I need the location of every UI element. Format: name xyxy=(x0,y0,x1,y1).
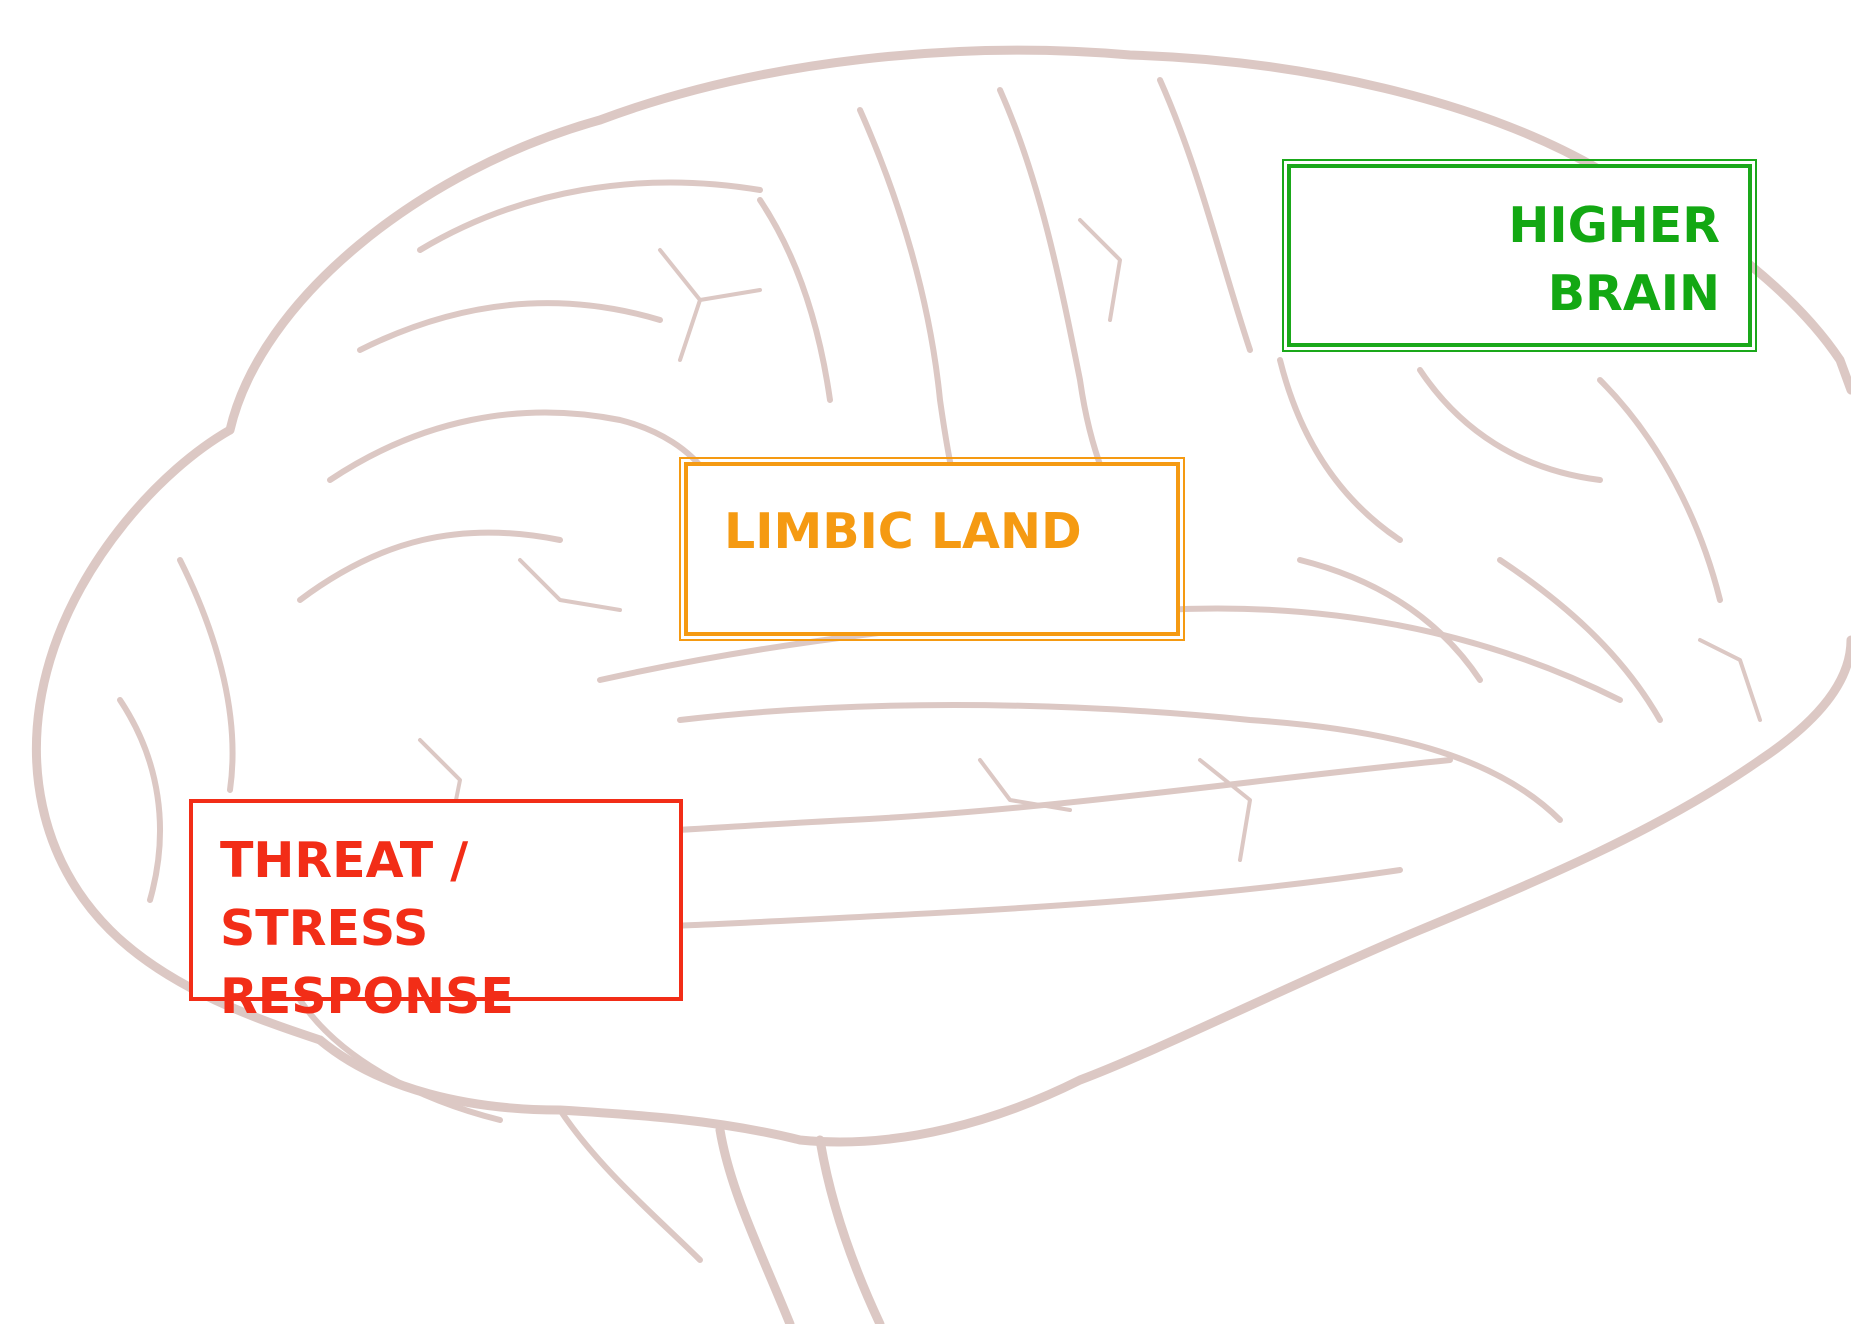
threat-stress-response-label-box: THREAT / STRESS RESPONSE xyxy=(189,799,683,1001)
threat-label-line-2: RESPONSE xyxy=(220,963,659,1031)
limbic-land-label-box: LIMBIC LAND xyxy=(684,462,1180,636)
limbic-land-label: LIMBIC LAND xyxy=(724,498,1156,566)
higher-brain-label: HIGHER BRAIN xyxy=(1356,192,1720,328)
higher-brain-label-box: HIGHER BRAIN xyxy=(1287,164,1752,347)
threat-label-line-1: THREAT / STRESS xyxy=(220,827,659,963)
